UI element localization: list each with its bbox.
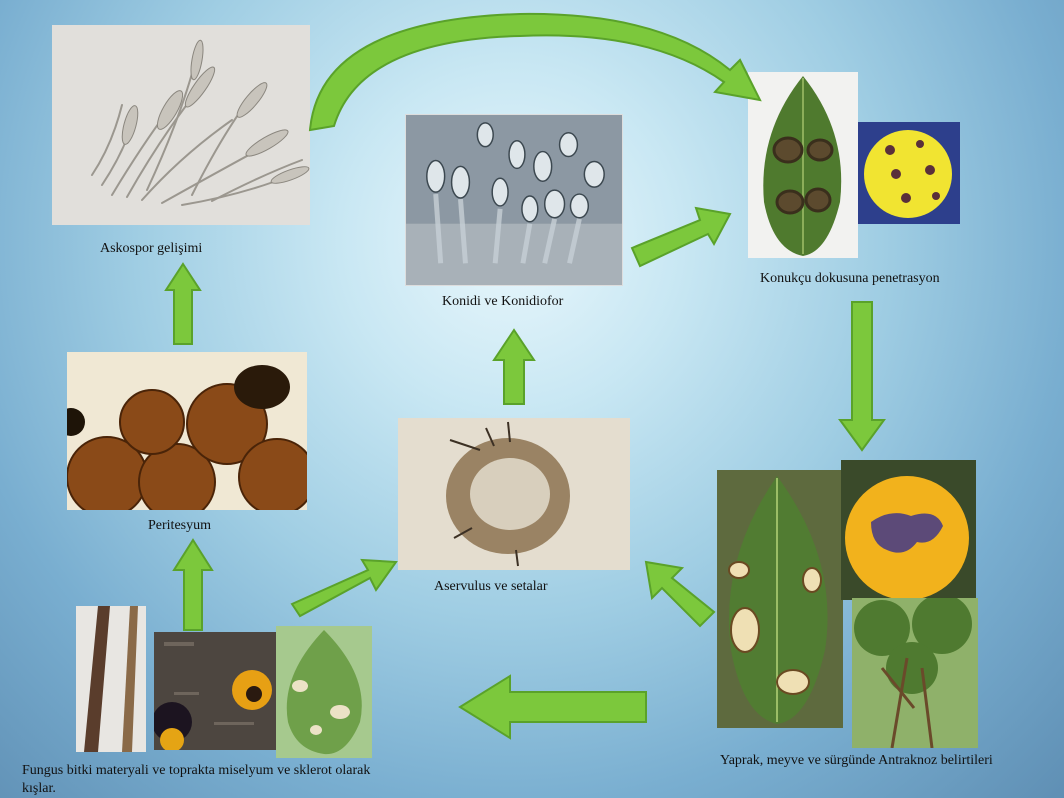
arrow-conidia-to-host [632, 208, 730, 266]
arrow-symptoms-to-overwintering [460, 676, 646, 738]
ascospore-development-label: Askospor gelişimi [100, 240, 202, 258]
arrow-host-to-symptoms [840, 302, 884, 450]
soil-fruit-photo [154, 632, 276, 750]
perithecium-photo [67, 352, 307, 510]
acervulus-label: Aservulus ve setalar [434, 578, 548, 596]
conidia-label: Konidi ve Konidiofor [442, 293, 563, 311]
arrow-acervulus-to-conidia [494, 330, 534, 404]
perithecium-label: Peritesyum [148, 517, 211, 535]
symptom-fruit-photo [841, 460, 976, 600]
ascospore-development-photo [52, 25, 310, 225]
arrow-perithecium-to-ascospore [166, 264, 200, 344]
overwintering-label: Fungus bitki materyali ve toprakta misel… [22, 762, 382, 798]
twig-photo [76, 606, 146, 752]
arrow-symptoms-to-acervulus [646, 562, 714, 626]
arrow-overwintering-to-perithecium [174, 540, 212, 630]
anthracnose-symptoms-label: Yaprak, meyve ve sürgünde Antraknoz beli… [720, 752, 1020, 770]
infected-fruit-photo [858, 122, 960, 224]
fallen-leaf-photo [276, 626, 372, 758]
acervulus-photo [398, 418, 630, 570]
symptom-leaf-photo [717, 470, 843, 728]
conidia-photo [405, 114, 623, 286]
curved-arrow [310, 14, 760, 130]
symptom-shoot-photo [852, 598, 978, 748]
host-penetration-label: Konukçu dokusuna penetrasyon [760, 270, 940, 288]
infected-leaf-photo [748, 72, 858, 258]
arrow-overwintering-to-acervulus [292, 560, 396, 616]
